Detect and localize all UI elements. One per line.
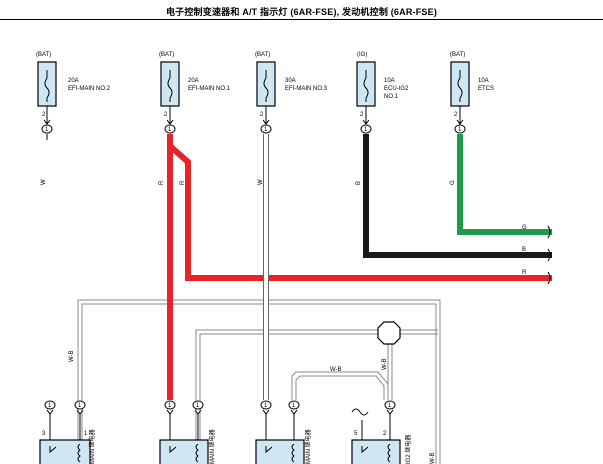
svg-text:1: 1 bbox=[168, 127, 172, 133]
wire-black-fuse4 bbox=[363, 134, 552, 258]
svg-text:2: 2 bbox=[454, 112, 458, 118]
wire-label-r: R bbox=[522, 270, 527, 276]
svg-text:2: 2 bbox=[383, 431, 387, 437]
splice-point bbox=[377, 321, 401, 345]
svg-text:30A: 30A bbox=[285, 78, 296, 84]
svg-text:1: 1 bbox=[364, 127, 368, 133]
relay-main-2: 1 1 MAIN 继电器 bbox=[159, 400, 216, 464]
wire-label-b: B bbox=[522, 247, 526, 253]
fuse-ecu-ig2-no1: (IG) 10A ECU-IG2 NO.1 2 1 B bbox=[356, 52, 409, 185]
svg-text:2: 2 bbox=[42, 112, 46, 118]
svg-text:1: 1 bbox=[264, 403, 268, 409]
svg-text:(BAT): (BAT) bbox=[159, 52, 174, 58]
svg-text:R: R bbox=[180, 180, 186, 185]
svg-text:EFI-MAIN NO.3: EFI-MAIN NO.3 bbox=[285, 86, 328, 92]
svg-text:B: B bbox=[356, 181, 362, 185]
svg-text:1: 1 bbox=[48, 403, 52, 409]
wire-label-wb-right: W-B bbox=[382, 358, 388, 370]
wire-red-branch bbox=[168, 143, 552, 281]
svg-text:NO.1: NO.1 bbox=[384, 94, 399, 100]
ground-bus bbox=[77, 299, 441, 464]
svg-text:(BAT): (BAT) bbox=[36, 52, 51, 58]
svg-text:2: 2 bbox=[164, 112, 168, 118]
svg-text:MAIN 继电器: MAIN 继电器 bbox=[208, 429, 216, 464]
page-title: 电子控制变速器和 A/T 指示灯 (6AR-FSE), 发动机控制 (6AR-F… bbox=[165, 7, 438, 17]
svg-text:EFI-MAIN NO.2: EFI-MAIN NO.2 bbox=[68, 86, 111, 92]
svg-text:(BAT): (BAT) bbox=[450, 52, 465, 58]
svg-text:(BAT): (BAT) bbox=[255, 52, 270, 58]
svg-text:1: 1 bbox=[78, 403, 82, 409]
relay-ig2: 1 5 2 IG2 继电器 bbox=[351, 400, 412, 464]
svg-text:EFI-MAIN NO.1: EFI-MAIN NO.1 bbox=[188, 86, 231, 92]
svg-text:W: W bbox=[41, 179, 47, 185]
svg-text:MAIN 继电器: MAIN 继电器 bbox=[304, 429, 312, 464]
svg-text:ECU-IG2: ECU-IG2 bbox=[384, 86, 409, 92]
svg-text:1: 1 bbox=[388, 403, 392, 409]
svg-text:5: 5 bbox=[354, 431, 358, 437]
wire-label-wb-far: W-B bbox=[430, 452, 436, 464]
fuse-etcs: (BAT) 10A ETCS 2 1 G bbox=[450, 52, 494, 185]
svg-text:20A: 20A bbox=[188, 78, 199, 84]
svg-text:20A: 20A bbox=[68, 78, 79, 84]
svg-text:W: W bbox=[258, 179, 264, 185]
relay-main-3: 1 1 MAIN 继电器 bbox=[255, 400, 312, 464]
svg-text:1: 1 bbox=[168, 403, 172, 409]
svg-text:ETCS: ETCS bbox=[478, 86, 494, 92]
svg-text:1: 1 bbox=[292, 403, 296, 409]
wire-green-fuse5 bbox=[457, 134, 552, 235]
svg-text:1: 1 bbox=[84, 431, 88, 437]
svg-text:MAIN 继电器: MAIN 继电器 bbox=[88, 429, 96, 464]
svg-text:1: 1 bbox=[458, 127, 462, 133]
svg-text:1: 1 bbox=[45, 127, 49, 133]
fuse-ef-main-no1: (BAT) 20A EFI-MAIN NO.1 2 1 R R bbox=[159, 52, 231, 185]
svg-text:1: 1 bbox=[264, 127, 268, 133]
svg-text:3: 3 bbox=[42, 431, 46, 437]
svg-text:(IG): (IG) bbox=[357, 52, 367, 58]
wires bbox=[46, 134, 552, 400]
relay-main-1: 1 1 3 1 MAIN 继电器 bbox=[39, 400, 96, 464]
svg-text:G: G bbox=[450, 180, 456, 185]
svg-text:10A: 10A bbox=[478, 78, 489, 84]
wire-label-wb-mid: W-B bbox=[330, 367, 342, 373]
svg-text:2: 2 bbox=[260, 112, 264, 118]
svg-text:IG2 继电器: IG2 继电器 bbox=[404, 435, 412, 464]
wire-label-wb-left: W-B bbox=[69, 350, 75, 362]
svg-text:10A: 10A bbox=[384, 78, 395, 84]
svg-text:1: 1 bbox=[196, 403, 200, 409]
wire-label-g: G bbox=[522, 225, 527, 231]
fuse-ef-main-no3: (BAT) 30A EFI-MAIN NO.3 2 1 W bbox=[255, 52, 328, 185]
fuse-ef-main-no2: (BAT) 20A EFI-MAIN NO.2 2 1 W bbox=[36, 52, 111, 185]
title-divider bbox=[0, 19, 603, 20]
svg-text:2: 2 bbox=[360, 112, 364, 118]
continuation-marks bbox=[547, 225, 551, 285]
svg-text:R: R bbox=[159, 180, 165, 185]
